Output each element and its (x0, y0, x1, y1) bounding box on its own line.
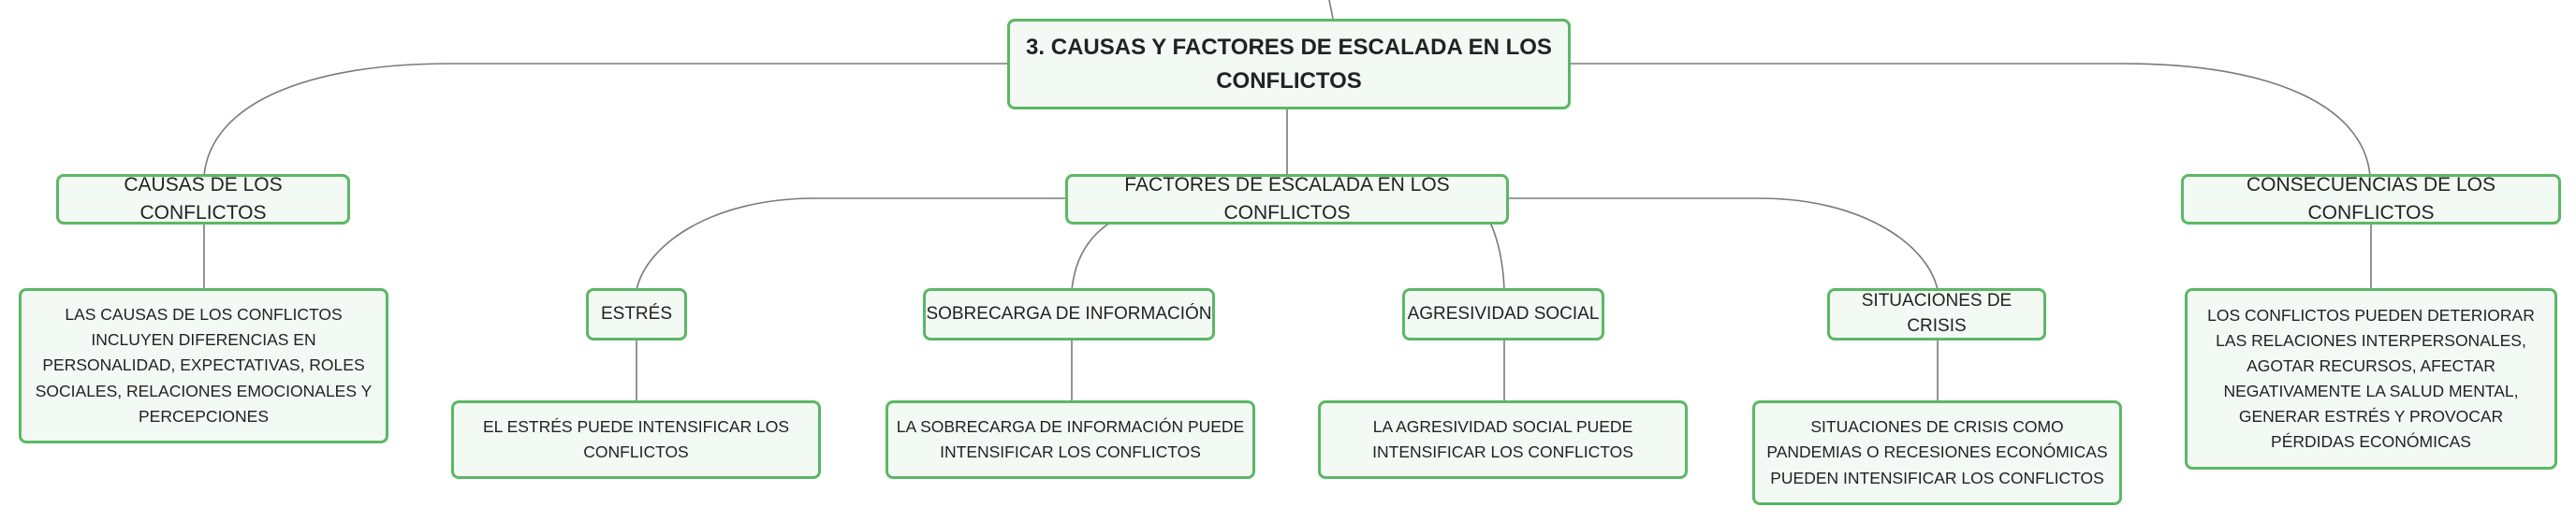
detail-estres-text: EL ESTRÉS PUEDE INTENSIFICAR LOS CONFLIC… (482, 416, 790, 461)
detail-crisis[interactable]: SITUACIONES DE CRISIS COMO PANDEMIAS O R… (1752, 400, 2122, 505)
detail-estres[interactable]: EL ESTRÉS PUEDE INTENSIFICAR LOS CONFLIC… (451, 400, 821, 479)
connector-factores-to-crisis (1509, 197, 1939, 291)
subtopic-sobrecarga[interactable]: SOBRECARGA DE INFORMACIÓN (923, 288, 1215, 341)
branch-factores-label: FACTORES DE ESCALADA EN LOS CONFLICTOS (1124, 174, 1450, 224)
branch-factores[interactable]: FACTORES DE ESCALADA EN LOS CONFLICTOS (1065, 174, 1509, 225)
detail-agresividad[interactable]: LA AGRESIVIDAD SOCIAL PUEDE INTENSIFICAR… (1318, 400, 1688, 479)
detail-sobrecarga-text: LA SOBRECARGA DE INFORMACIÓN PUEDE INTEN… (896, 416, 1245, 461)
subtopic-agresividad[interactable]: AGRESIVIDAD SOCIAL (1402, 288, 1604, 341)
detail-consecuencias-text: LOS CONFLICTOS PUEDEN DETERIORAR LAS REL… (2207, 305, 2535, 452)
detail-consecuencias[interactable]: LOS CONFLICTOS PUEDEN DETERIORAR LAS REL… (2185, 288, 2557, 470)
detail-agresividad-text: LA AGRESIVIDAD SOCIAL PUEDE INTENSIFICAR… (1372, 416, 1633, 461)
connector-factores-to-sobrecarga (1071, 222, 1111, 291)
detail-sobrecarga[interactable]: LA SOBRECARGA DE INFORMACIÓN PUEDE INTEN… (886, 400, 1255, 479)
subtopic-crisis[interactable]: SITUACIONES DE CRISIS (1827, 288, 2046, 341)
branch-consecuencias-label: CONSECUENCIAS DE LOS CONFLICTOS (2246, 174, 2496, 224)
root-topic-label: 3. CAUSAS Y FACTORES DE ESCALADA EN LOS … (1026, 34, 1552, 94)
branch-consecuencias[interactable]: CONSECUENCIAS DE LOS CONFLICTOS (2181, 174, 2561, 225)
branch-causas[interactable]: CAUSAS DE LOS CONFLICTOS (56, 174, 350, 225)
subtopic-crisis-label: SITUACIONES DE CRISIS (1861, 291, 2012, 336)
root-topic[interactable]: 3. CAUSAS Y FACTORES DE ESCALADA EN LOS … (1007, 19, 1571, 109)
connector-parent-to-root (1328, 0, 1334, 20)
subtopic-agresividad-label: AGRESIVIDAD SOCIAL (1407, 303, 1600, 324)
subtopic-sobrecarga-label: SOBRECARGA DE INFORMACIÓN (926, 303, 1212, 324)
connector-factores-to-agresividad (1489, 222, 1505, 291)
subtopic-estres[interactable]: ESTRÉS (586, 288, 687, 341)
detail-crisis-text: SITUACIONES DE CRISIS COMO PANDEMIAS O R… (1766, 417, 2108, 487)
branch-causas-label: CAUSAS DE LOS CONFLICTOS (124, 174, 283, 224)
connector-root-to-consecuencias (1571, 63, 2371, 177)
detail-causas[interactable]: LAS CAUSAS DE LOS CONFLICTOS INCLUYEN DI… (19, 288, 388, 443)
subtopic-estres-label: ESTRÉS (600, 303, 673, 324)
detail-causas-text: LAS CAUSAS DE LOS CONFLICTOS INCLUYEN DI… (35, 305, 373, 426)
connector-factores-to-estres (636, 197, 1065, 291)
connector-root-to-causas (203, 63, 1007, 177)
